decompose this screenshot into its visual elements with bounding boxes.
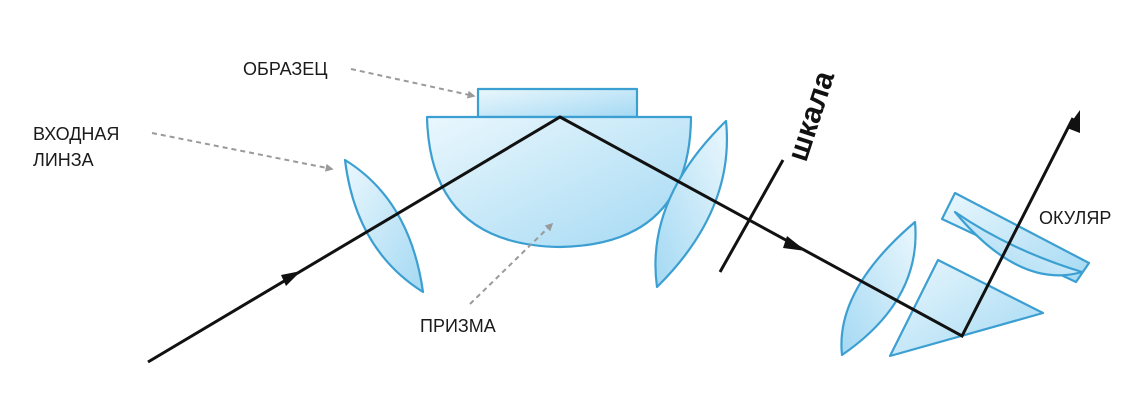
scale-label: шкала bbox=[781, 67, 841, 165]
objective-lens bbox=[840, 220, 917, 357]
eyepiece-lens bbox=[940, 191, 1091, 284]
sample-label: ОБРАЗЕЦ bbox=[243, 59, 328, 79]
eyepiece-label: ОКУЛЯР bbox=[1039, 208, 1111, 228]
prism-leader bbox=[469, 222, 554, 305]
scale-line bbox=[718, 159, 785, 273]
entrance-lens-leader bbox=[151, 132, 334, 172]
ray-arrowhead bbox=[1067, 110, 1080, 133]
ray-arrowhead bbox=[783, 236, 806, 251]
prism-label: ПРИЗМА bbox=[420, 316, 496, 336]
light-ray bbox=[147, 115, 1075, 364]
entrance-lens bbox=[343, 158, 425, 294]
eyepiece-lens-curve bbox=[953, 210, 1084, 277]
entrance-lens-label-line1: ВХОДНАЯ bbox=[33, 124, 119, 144]
ray-arrowhead bbox=[281, 271, 301, 286]
reflecting-prism bbox=[888, 258, 1045, 358]
prism bbox=[425, 115, 693, 249]
entrance-lens-label-line2: ЛИНЗА bbox=[33, 150, 94, 170]
sample-plate bbox=[476, 87, 639, 119]
collimator-lens bbox=[654, 119, 728, 289]
sample-leader bbox=[350, 68, 476, 99]
